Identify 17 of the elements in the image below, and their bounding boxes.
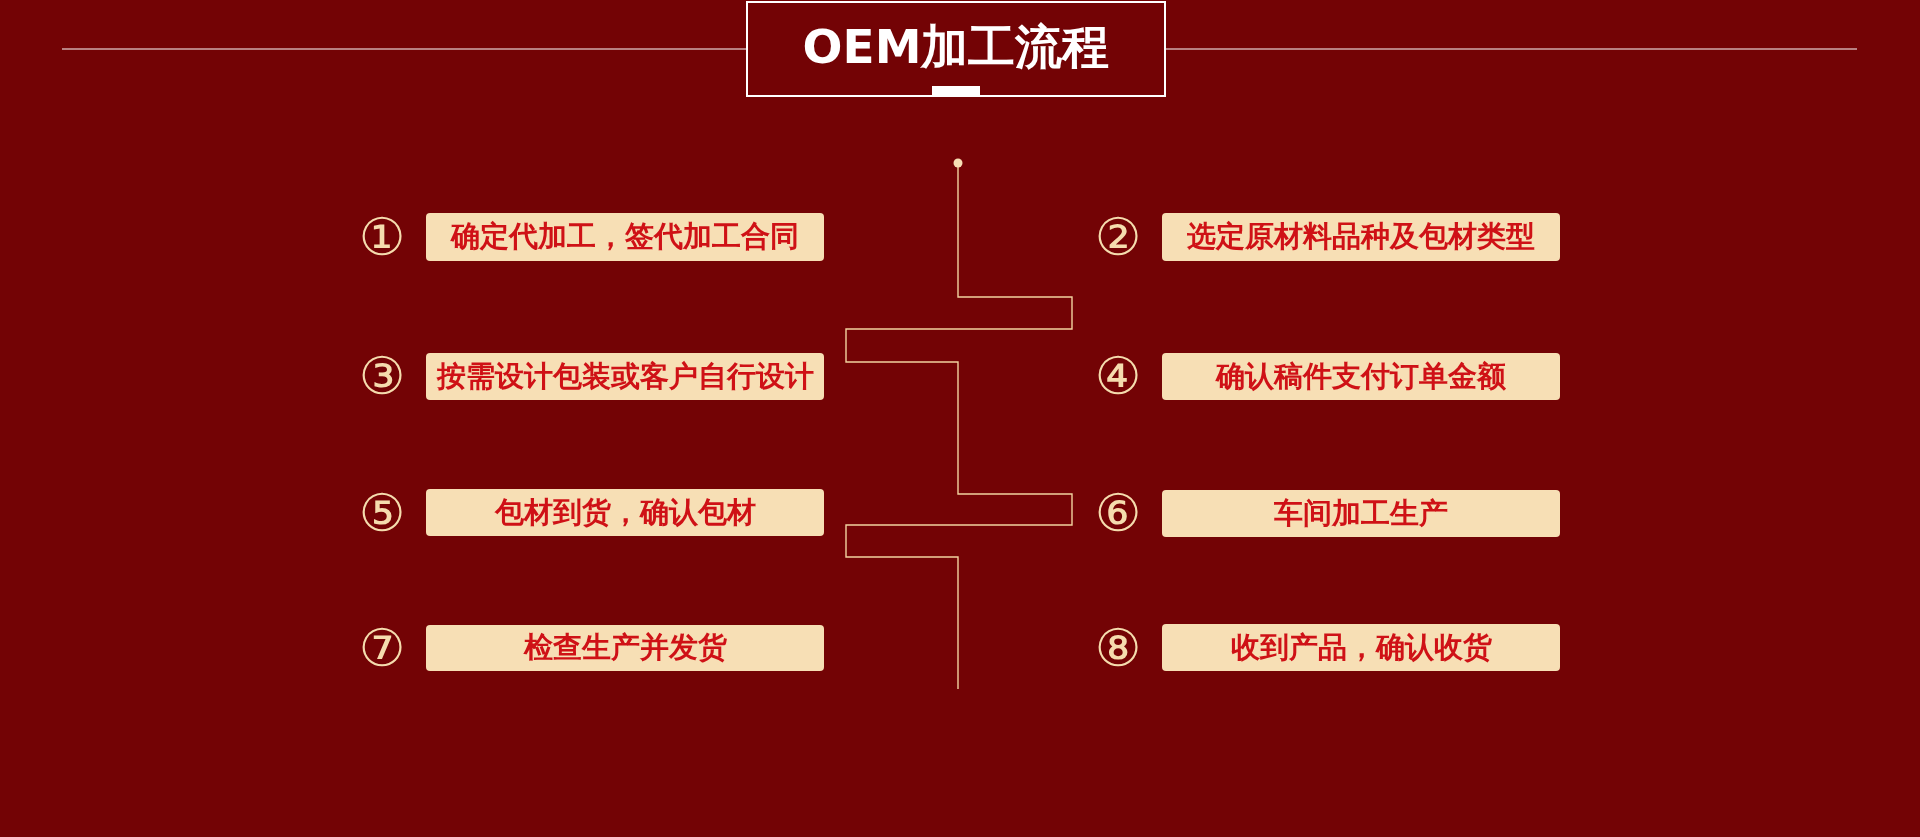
step-number: ② bbox=[1094, 211, 1142, 263]
step-number: ⑧ bbox=[1094, 622, 1142, 674]
step-box: 按需设计包装或客户自行设计 bbox=[426, 353, 824, 400]
step-box: 收到产品，确认收货 bbox=[1162, 624, 1560, 671]
step-number: ⑤ bbox=[358, 487, 406, 539]
step-number: ⑦ bbox=[358, 622, 406, 674]
step-box: 车间加工生产 bbox=[1162, 490, 1560, 537]
step-box: 检查生产并发货 bbox=[426, 625, 824, 671]
step-box: 包材到货，确认包材 bbox=[426, 489, 824, 536]
step-box: 确认稿件支付订单金额 bbox=[1162, 353, 1560, 400]
step-number: ⑥ bbox=[1094, 487, 1142, 539]
step-box: 确定代加工，签代加工合同 bbox=[426, 213, 824, 261]
step-number: ④ bbox=[1094, 350, 1142, 402]
step-number: ① bbox=[358, 211, 406, 263]
step-number: ③ bbox=[358, 350, 406, 402]
step-box: 选定原材料品种及包材类型 bbox=[1162, 213, 1560, 261]
title-banner: OEM加工流程 bbox=[746, 1, 1166, 97]
